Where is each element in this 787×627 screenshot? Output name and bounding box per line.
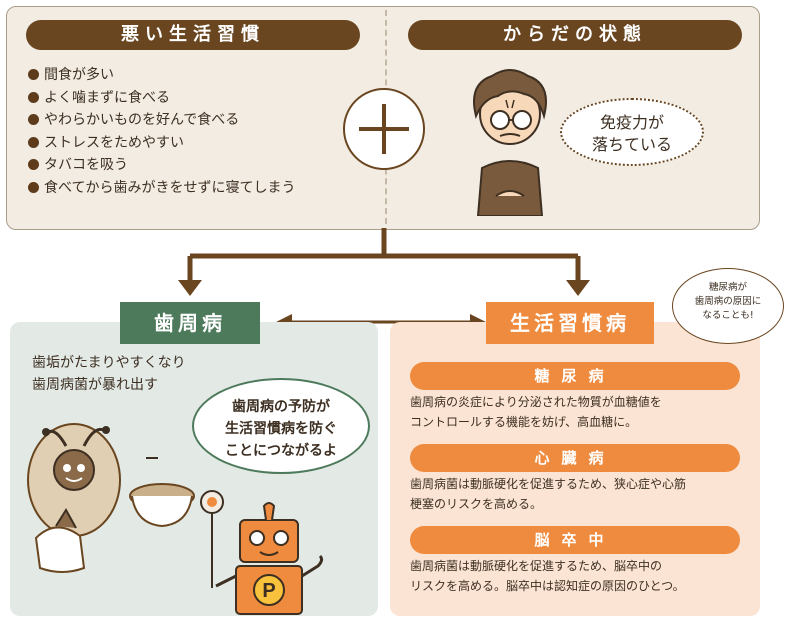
tired-person-illustration [473, 69, 547, 216]
habit-item: 間食が多い [28, 64, 295, 87]
periodontal-description: 歯垢がたまりやすくなり 歯周病菌が暴れ出す [32, 355, 186, 393]
bullet-icon [28, 114, 39, 125]
body-state-title: からだの状態 [408, 20, 742, 50]
stroke-description: 歯周病菌は動脈硬化を促進するため、脳卒中の リスクを高める。脳卒中は認知症の原因… [410, 559, 685, 593]
bad-habits-list: 間食が多い よく噛まずに食べる やわらかいものを好んで食べる ストレスをためやす… [28, 64, 295, 199]
bullet-icon [28, 136, 39, 148]
bullet-icon [28, 181, 39, 193]
habit-item: 食べてから歯みがきをせずに寝てしまう [28, 177, 295, 200]
arrow-down-left-icon [178, 280, 202, 296]
germ-teeth-illustration [27, 423, 195, 573]
arrow-down-right-icon [566, 280, 590, 296]
heart-disease-title: 心臓病 [410, 444, 740, 472]
habit-item: ストレスをためやすい [28, 132, 295, 155]
habit-item: やわらかいものを好んで食べる [28, 109, 295, 132]
habit-item: タバコを吸う [28, 154, 295, 177]
diabetes-title: 糖尿病 [410, 362, 740, 390]
heart-disease-description: 歯周病菌は動脈硬化を促進するため、狭心症や心筋 梗塞のリスクを高める。 [410, 477, 687, 511]
bullet-icon [28, 69, 39, 80]
stroke-title: 脳卒中 [410, 526, 740, 554]
robot-letter: P [262, 580, 275, 602]
diabetes-description: 歯周病の炎症により分泌された物質が血糖値を コントロールする機能を妨げ、高血糖に… [410, 395, 662, 429]
habit-item: よく噛まずに食べる [28, 87, 295, 110]
bad-habits-title: 悪い生活習慣 [26, 20, 360, 50]
bullet-icon [28, 91, 39, 103]
immune-bubble: 免疫力が 落ちている [560, 98, 704, 166]
prevention-bubble: 歯周病の予防が 生活習慣病を防ぐ ことにつながるよ [192, 378, 370, 474]
bullet-icon [28, 159, 39, 170]
lifestyle-disease-title: 生活習慣病 [486, 302, 654, 344]
plus-icon [343, 88, 425, 170]
periodontal-title: 歯周病 [120, 302, 260, 344]
robot-illustration: P [200, 490, 324, 615]
diabetes-cause-bubble: 糖尿病が 歯周病の原因に なることも! [672, 268, 784, 344]
